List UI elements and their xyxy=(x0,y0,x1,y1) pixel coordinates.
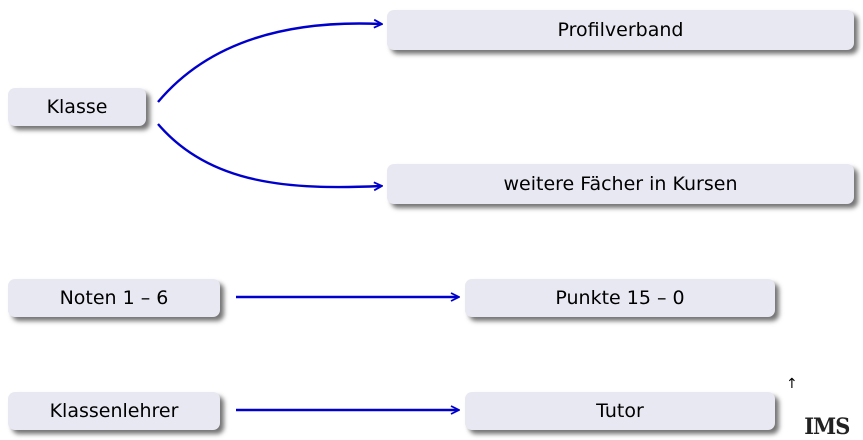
page-marker: ↑ xyxy=(786,376,798,392)
node-punkte: Punkte 15 – 0 xyxy=(465,279,775,317)
node-klasse: Klasse xyxy=(8,88,146,126)
arrows-layer xyxy=(157,0,863,430)
node-klasse-label: Klasse xyxy=(46,96,108,118)
node-weitere-faecher: weitere Fächer in Kursen xyxy=(387,164,854,204)
arrow-klasse-profilverband xyxy=(157,24,381,103)
node-weitere-faecher-label: weitere Fächer in Kursen xyxy=(503,173,738,195)
node-noten: Noten 1 – 6 xyxy=(8,279,220,317)
node-tutor: Tutor xyxy=(465,392,775,430)
node-profilverband: Profilverband xyxy=(387,10,854,50)
node-tutor-label: Tutor xyxy=(596,400,644,422)
node-punkte-label: Punkte 15 – 0 xyxy=(555,287,685,309)
node-klassenlehrer: Klassenlehrer xyxy=(8,392,220,430)
arrow-klasse-weitere xyxy=(157,123,381,187)
node-profilverband-label: Profilverband xyxy=(557,19,684,41)
node-klassenlehrer-label: Klassenlehrer xyxy=(49,400,179,422)
ims-logo: IMS xyxy=(804,414,850,440)
node-noten-label: Noten 1 – 6 xyxy=(59,287,169,309)
